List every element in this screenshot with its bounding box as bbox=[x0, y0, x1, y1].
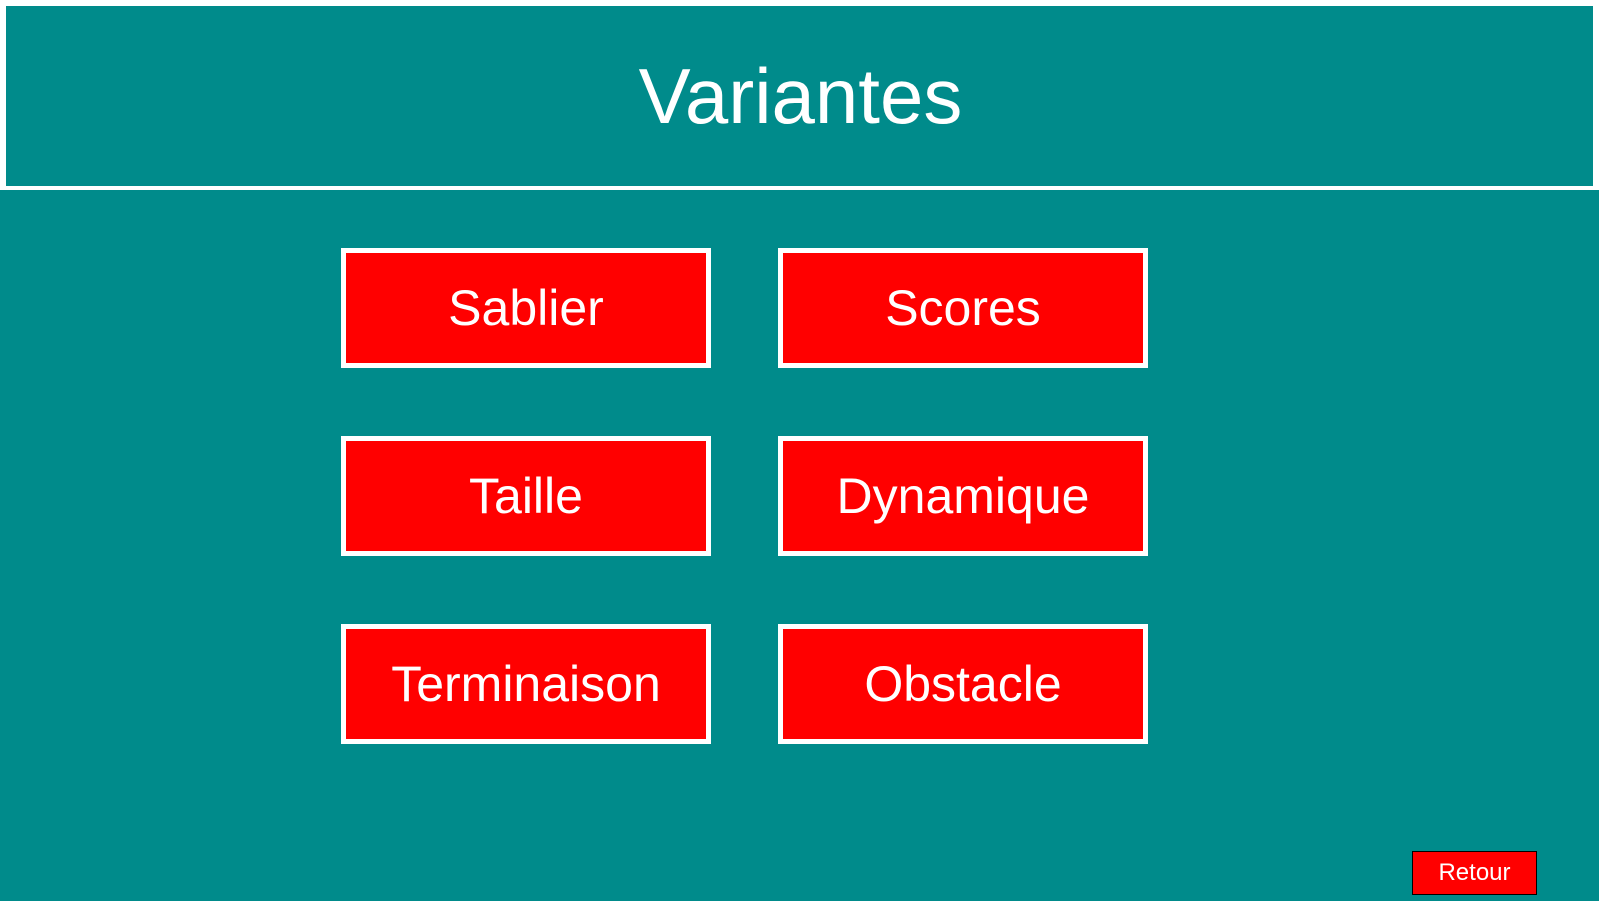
dynamique-button[interactable]: Dynamique bbox=[778, 436, 1148, 556]
sablier-button[interactable]: Sablier bbox=[341, 248, 711, 368]
terminaison-button[interactable]: Terminaison bbox=[341, 624, 711, 744]
back-button[interactable]: Retour bbox=[1412, 851, 1537, 895]
taille-button[interactable]: Taille bbox=[341, 436, 711, 556]
header-banner: Variantes bbox=[6, 6, 1593, 186]
obstacle-button[interactable]: Obstacle bbox=[778, 624, 1148, 744]
page-title: Variantes bbox=[638, 52, 963, 140]
scores-button[interactable]: Scores bbox=[778, 248, 1148, 368]
